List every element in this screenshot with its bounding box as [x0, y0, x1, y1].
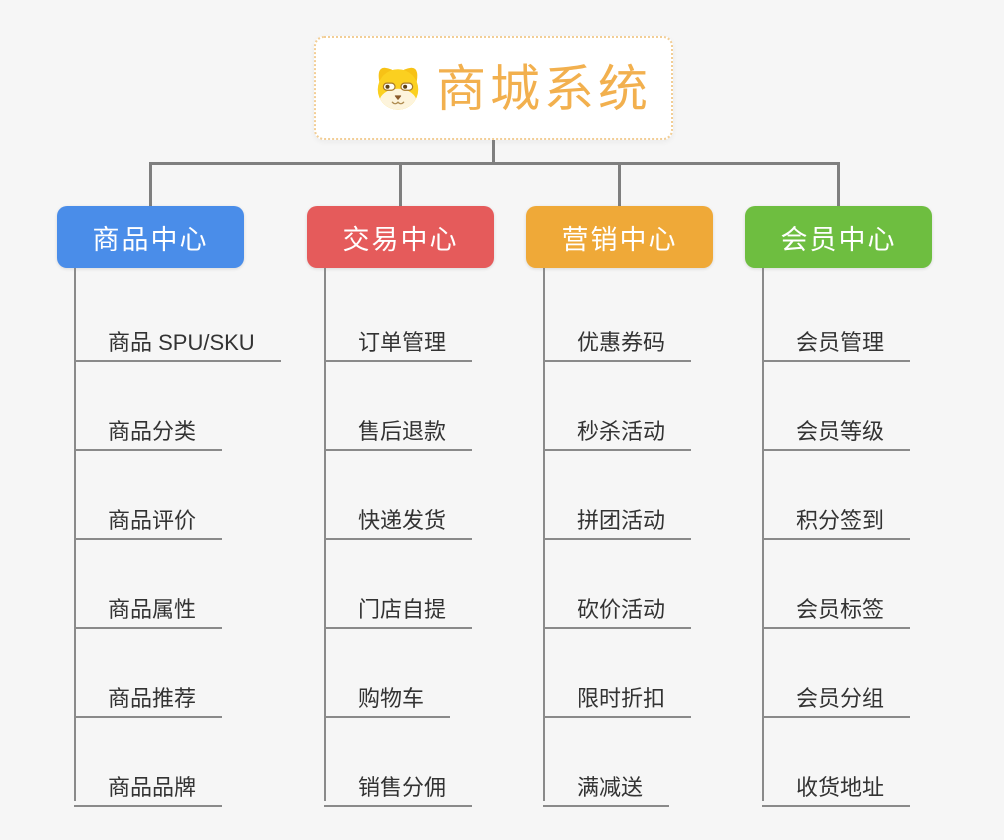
leaf-label: 会员分组	[796, 686, 885, 711]
leaf-node[interactable]: 会员等级	[762, 403, 911, 451]
branch-label: 商品中心	[92, 224, 209, 255]
leaf-node[interactable]: 优惠券码	[543, 314, 692, 362]
connector-line	[837, 162, 840, 206]
leaf-node[interactable]: 销售分佣	[324, 759, 473, 807]
leaf-label: 门店自提	[358, 597, 447, 622]
connector-line	[399, 162, 402, 206]
leaf-label: 满减送	[577, 775, 644, 800]
leaf-label: 秒杀活动	[577, 419, 666, 444]
leaf-node[interactable]: 会员分组	[762, 670, 911, 718]
doge-icon	[374, 63, 422, 113]
leaf-node[interactable]: 商品分类	[74, 403, 223, 451]
leaf-label: 商品品牌	[108, 775, 197, 800]
branch-node[interactable]: 营销中心	[526, 206, 713, 268]
leaf-label: 商品属性	[108, 597, 197, 622]
connector-line	[149, 162, 152, 206]
connector-line	[491, 140, 495, 165]
leaf-node[interactable]: 会员标签	[762, 581, 911, 629]
leaf-node[interactable]: 拼团活动	[543, 492, 692, 540]
branch-node[interactable]: 会员中心	[745, 206, 932, 268]
branch-label: 会员中心	[780, 224, 897, 255]
leaf-node[interactable]: 门店自提	[324, 581, 473, 629]
leaf-label: 商品 SPU/SKU	[108, 330, 255, 355]
branch-label: 营销中心	[561, 224, 678, 255]
leaf-label: 收货地址	[796, 775, 885, 800]
leaf-node[interactable]: 收货地址	[762, 759, 911, 807]
leaf-label: 销售分佣	[358, 775, 447, 800]
connector-line	[149, 162, 840, 165]
leaf-label: 积分签到	[796, 508, 885, 533]
leaf-node[interactable]: 订单管理	[324, 314, 473, 362]
leaf-label: 砍价活动	[577, 597, 666, 622]
leaf-node[interactable]: 砍价活动	[543, 581, 692, 629]
leaf-label: 会员管理	[796, 330, 885, 355]
leaf-label: 售后退款	[358, 419, 447, 444]
leaf-label: 会员等级	[796, 419, 885, 444]
leaf-label: 限时折扣	[577, 686, 666, 711]
leaf-label: 优惠券码	[577, 330, 666, 355]
branch-node[interactable]: 交易中心	[307, 206, 494, 268]
leaf-node[interactable]: 商品推荐	[74, 670, 223, 718]
leaf-node[interactable]: 限时折扣	[543, 670, 692, 718]
leaf-node[interactable]: 购物车	[324, 670, 451, 718]
connector-trunk	[762, 268, 764, 801]
connector-trunk	[324, 268, 326, 801]
connector-line	[618, 162, 621, 206]
root-node[interactable]: 商城系统	[314, 36, 673, 140]
leaf-node[interactable]: 商品评价	[74, 492, 223, 540]
branch-label: 交易中心	[342, 224, 459, 255]
leaf-label: 订单管理	[358, 330, 447, 355]
leaf-label: 购物车	[358, 686, 425, 711]
branch-node[interactable]: 商品中心	[57, 206, 244, 268]
leaf-label: 商品评价	[108, 508, 197, 533]
leaf-label: 会员标签	[796, 597, 885, 622]
leaf-label: 商品分类	[108, 419, 197, 444]
leaf-label: 拼团活动	[577, 508, 666, 533]
leaf-node[interactable]: 售后退款	[324, 403, 473, 451]
leaf-node[interactable]: 积分签到	[762, 492, 911, 540]
leaf-node[interactable]: 秒杀活动	[543, 403, 692, 451]
connector-trunk	[543, 268, 545, 801]
leaf-node[interactable]: 会员管理	[762, 314, 911, 362]
leaf-node[interactable]: 商品品牌	[74, 759, 223, 807]
leaf-node[interactable]: 满减送	[543, 759, 670, 807]
leaf-label: 快递发货	[358, 508, 447, 533]
leaf-node[interactable]: 快递发货	[324, 492, 473, 540]
leaf-node[interactable]: 商品 SPU/SKU	[74, 314, 281, 362]
leaf-node[interactable]: 商品属性	[74, 581, 223, 629]
connector-trunk	[74, 268, 76, 801]
leaf-label: 商品推荐	[108, 686, 197, 711]
root-title: 商城系统	[436, 61, 652, 117]
